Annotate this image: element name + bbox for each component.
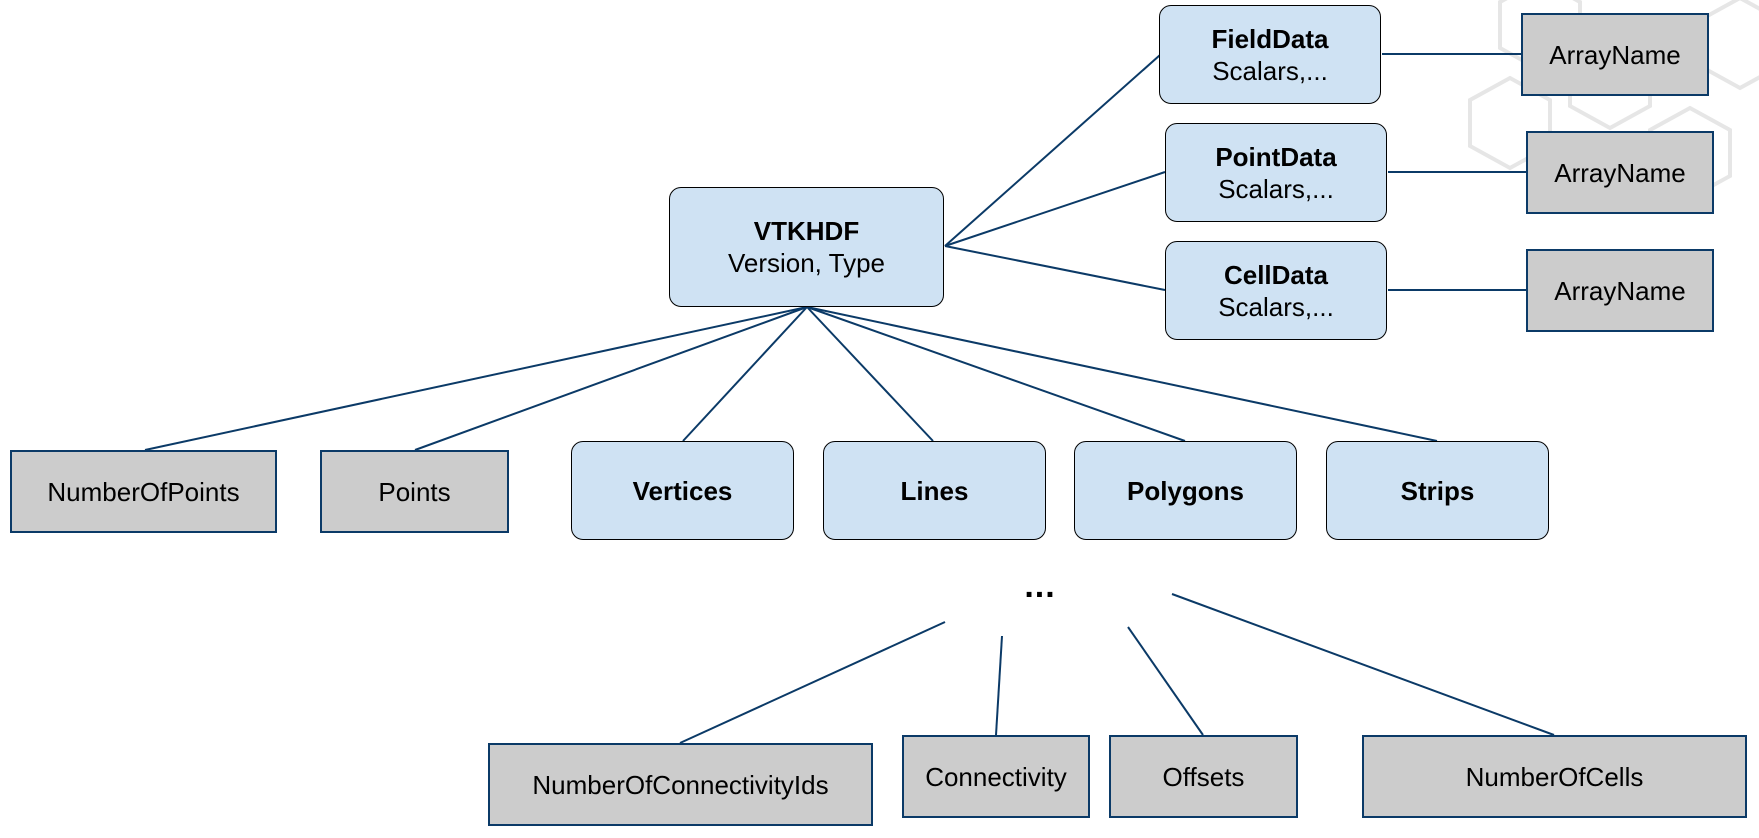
connector-root-celldata [944,245,1166,291]
connector-root-points [414,306,808,451]
connector-ellipsis-offsets [1127,626,1204,736]
polygons-title: Polygons [1126,475,1244,506]
polygons-node: Polygons [1074,441,1297,540]
ellipsis-indicator: ... [1024,567,1056,605]
connector-root-strips [806,306,1438,442]
celldata-arrayname-label: ArrayName [1554,275,1686,306]
fielddata-arrayname-node: ArrayName [1521,13,1709,96]
pointdata-title: PointData [1215,141,1337,172]
strips-node: Strips [1326,441,1549,540]
celldata-title: CellData [1223,259,1329,290]
points-node: Points [320,450,509,533]
numberofconnectivityids-node: NumberOfConnectivityIds [488,743,873,826]
vtkhdf-root-title: VTKHDF [753,216,860,246]
pointdata-node: PointData Scalars,... [1165,123,1387,222]
celldata-node: CellData Scalars,... [1165,241,1387,340]
offsets-node: Offsets [1109,735,1298,818]
pointdata-subtitle: Scalars,... [1218,173,1334,204]
points-label: Points [378,476,451,507]
fielddata-arrayname-label: ArrayName [1549,39,1681,70]
numberofpoints-label: NumberOfPoints [47,476,240,507]
lines-title: Lines [900,475,969,506]
fielddata-node: FieldData Scalars,... [1159,5,1381,104]
pointdata-arrayname-label: ArrayName [1554,157,1686,188]
connectivity-label: Connectivity [925,761,1067,792]
connector-ellipsis-numberofcells [1171,593,1555,736]
celldata-arrayname-node: ArrayName [1526,249,1714,332]
connector-ellipsis-connectivity [995,635,1003,736]
vtkhdf-root-subtitle: Version, Type [727,248,886,278]
lines-node: Lines [823,441,1046,540]
fielddata-title: FieldData [1211,23,1329,54]
celldata-subtitle: Scalars,... [1218,291,1334,322]
connector-root-fielddata [944,54,1161,247]
connector-ellipsis-numberofconnectivityids [679,621,946,744]
offsets-label: Offsets [1162,761,1245,792]
connector-root-vertices [682,306,808,442]
numberofcells-label: NumberOfCells [1465,761,1644,792]
vertices-title: Vertices [632,475,733,506]
connectivity-node: Connectivity [902,735,1090,818]
numberofconnectivityids-label: NumberOfConnectivityIds [532,769,829,800]
connector-root-pointdata [944,171,1166,247]
pointdata-arrayname-node: ArrayName [1526,131,1714,214]
fielddata-subtitle: Scalars,... [1212,55,1328,86]
connector-root-numberofpoints [144,306,808,451]
connector-root-polygons [806,306,1186,442]
connector-root-lines [806,306,934,442]
numberofpoints-node: NumberOfPoints [10,450,277,533]
vertices-node: Vertices [571,441,794,540]
numberofcells-node: NumberOfCells [1362,735,1747,818]
vtkhdf-root-node: VTKHDF Version, Type [669,187,944,307]
strips-title: Strips [1400,475,1475,506]
